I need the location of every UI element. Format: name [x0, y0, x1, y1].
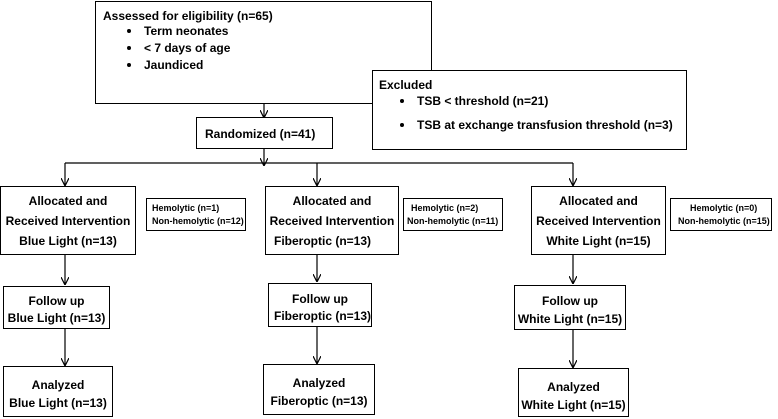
criteria-item: Term neonates [144, 24, 229, 38]
arm2-allocated-box: Allocated and Received Intervention Fibe… [265, 186, 399, 255]
arm2-analyzed-line: Fiberoptic (n=13) [270, 394, 368, 408]
arm1-subgroup-box: Hemolytic (n=1) Non-hemolytic (n=12) [146, 198, 246, 231]
criteria-item: Jaundiced [144, 58, 204, 72]
arm1-allocated-box: Allocated and Received Intervention Blue… [0, 186, 136, 255]
arm1-hemolytic: Hemolytic (n=1) [152, 203, 220, 213]
arm3-followup-line: White Light (n=15) [517, 312, 623, 326]
arm3-analyzed-box: Analyzed White Light (n=15) [518, 368, 629, 417]
criteria-item: < 7 days of age [144, 41, 231, 55]
criteria-bullet [127, 46, 131, 50]
arm1-allocated-line: Allocated and [28, 194, 108, 208]
criteria-bullet [127, 29, 131, 33]
arm2-followup-box: Follow up Fiberoptic (n=13) [268, 283, 372, 327]
arm2-hemolytic: Hemolytic (n=2) [411, 203, 479, 213]
excluded-reason: TSB at exchange transfusion threshold (n… [417, 118, 673, 132]
arm3-non-hemolytic: Non-hemolytic (n=15) [678, 216, 770, 226]
arm3-subgroup-box: Hemolytic (n=0) Non-hemolytic (n=15) [670, 198, 772, 231]
arm1-followup-box: Follow up Blue Light (n=13) [3, 286, 110, 329]
arm3-analyzed-line: White Light (n=15) [521, 398, 626, 412]
arm2-analyzed-line: Analyzed [292, 376, 346, 390]
arm1-allocated-line: Blue Light (n=13) [19, 234, 117, 248]
arm2-analyzed-box: Analyzed Fiberoptic (n=13) [263, 364, 375, 415]
arm2-followup-line: Follow up [292, 292, 348, 306]
arm2-allocated-line: Received Intervention [269, 214, 395, 228]
arm2-allocated-line: Allocated and [292, 194, 372, 208]
randomized-label: Randomized (n=41) [205, 127, 316, 141]
arm2-allocated-line: Fiberoptic (n=13) [274, 234, 372, 248]
excluded-bullet [400, 123, 404, 127]
arm3-allocated-line: Allocated and [559, 194, 638, 208]
arm3-hemolytic: Hemolytic (n=0) [690, 203, 758, 213]
arm1-non-hemolytic: Non-hemolytic (n=12) [152, 216, 244, 226]
arm2-followup-line: Fiberoptic (n=13) [274, 309, 372, 323]
excluded-reason: TSB < threshold (n=21) [417, 94, 549, 108]
eligibility-title: Assessed for eligibility (n=65) [103, 9, 273, 23]
arm3-allocated-box: Allocated and Received Intervention Whit… [531, 186, 666, 255]
excluded-title: Excluded [379, 78, 433, 92]
arm3-analyzed-line: Analyzed [547, 380, 600, 394]
arm1-analyzed-box: Analyzed Blue Light (n=13) [3, 366, 113, 417]
arm3-followup-box: Follow up White Light (n=15) [514, 285, 626, 330]
eligibility-box: Assessed for eligibility (n=65) Term neo… [95, 1, 432, 104]
criteria-bullet [127, 63, 131, 67]
arm1-analyzed-line: Analyzed [31, 378, 85, 392]
arm1-analyzed-line: Blue Light (n=13) [9, 396, 107, 410]
excluded-box: Excluded TSB < threshold (n=21) TSB at e… [372, 70, 687, 150]
arm2-non-hemolytic: Non-hemolytic (n=11) [407, 216, 499, 226]
arm3-allocated-line: Received Intervention [536, 214, 661, 228]
excluded-bullet [400, 99, 404, 103]
arm1-allocated-line: Received Intervention [5, 214, 131, 228]
arm3-allocated-line: White Light (n=15) [546, 234, 651, 248]
arm1-followup-line: Blue Light (n=13) [7, 311, 106, 325]
arm1-followup-line: Follow up [28, 294, 85, 308]
arm2-subgroup-box: Hemolytic (n=2) Non-hemolytic (n=11) [403, 198, 503, 231]
arm3-followup-line: Follow up [542, 294, 598, 308]
randomized-box: Randomized (n=41) [196, 117, 333, 149]
